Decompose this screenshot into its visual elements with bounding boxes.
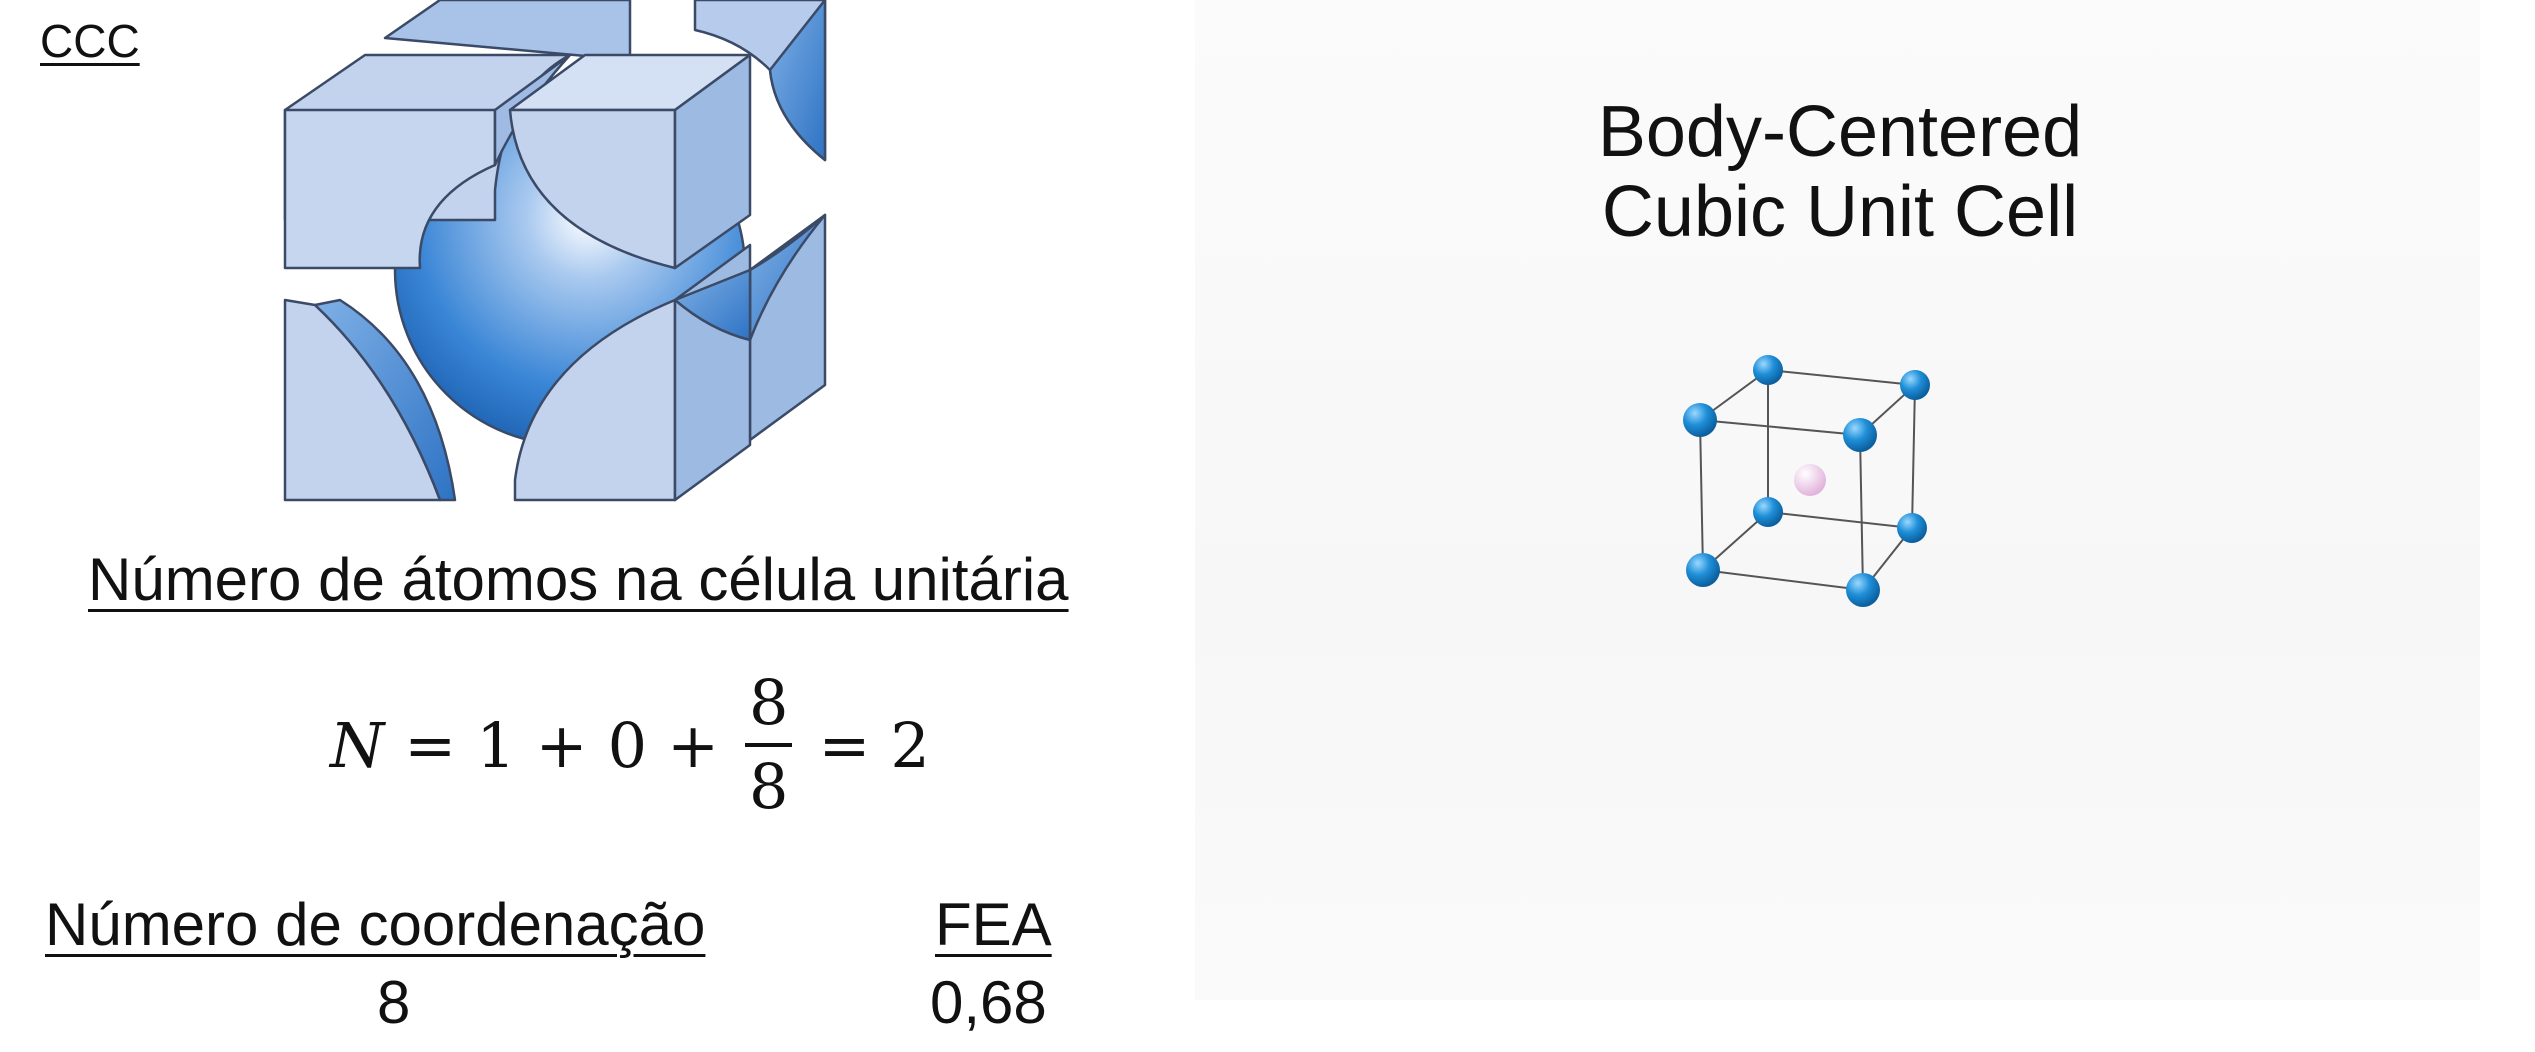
corner-atom	[1897, 513, 1927, 543]
corner-atom	[1843, 418, 1877, 452]
structure-label: CCC	[40, 15, 140, 67]
corner-atom	[1846, 573, 1880, 607]
center-atom	[1794, 464, 1826, 496]
corner-atom	[1753, 497, 1783, 527]
bcc-ball-and-stick-model	[1683, 355, 1930, 607]
formula-fraction: 8 8	[745, 665, 793, 823]
coordination-number-heading: Número de coordenação	[45, 891, 706, 958]
formula-term-2: 0	[607, 708, 648, 782]
fraction-numerator: 8	[749, 665, 789, 739]
corner-atom	[1753, 355, 1783, 385]
atoms-per-cell-formula: N = 1 + 0 + 8 8 = 2	[330, 665, 930, 825]
corner-atom	[1683, 403, 1717, 437]
formula-plus-1: +	[535, 708, 588, 782]
formula-equals: =	[404, 708, 457, 782]
fraction-denominator: 8	[749, 750, 789, 823]
coordination-number-value: 8	[377, 969, 411, 1036]
formula-equals-2: =	[818, 708, 871, 782]
formula-n: N	[330, 708, 385, 782]
apf-heading: FEA	[935, 891, 1052, 958]
corner-atom	[1900, 370, 1930, 400]
bcc-hard-sphere-illustration	[283, 0, 827, 502]
atoms-per-cell-heading: Número de átomos na célula unitária	[88, 546, 1069, 613]
apf-value: 0,68	[930, 969, 1047, 1036]
formula-plus-2: +	[667, 708, 720, 782]
fraction-bar	[745, 743, 793, 747]
corner-atom	[1686, 553, 1720, 587]
formula-term-1: 1	[476, 708, 516, 782]
video-title-line-2: Cubic Unit Cell	[1601, 172, 2079, 252]
video-frame[interactable]	[1195, 0, 2480, 1000]
video-title-line-1: Body-Centered	[1597, 92, 2083, 172]
video-title: Body-Centered Cubic Unit Cell	[1480, 92, 2200, 252]
formula-result: 2	[890, 708, 930, 782]
